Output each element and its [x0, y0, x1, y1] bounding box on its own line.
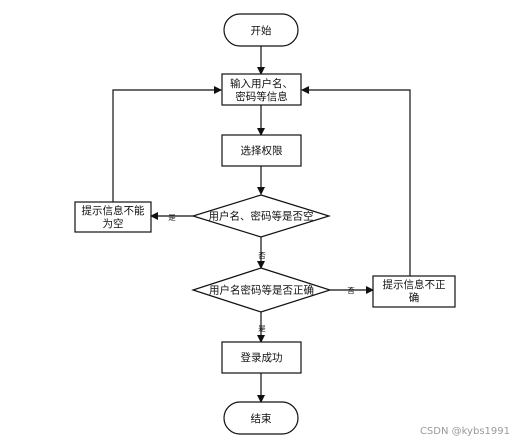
check-correct-label: 用户名密码等是否正确	[209, 284, 314, 297]
check-correct-decision: 用户名密码等是否正确	[191, 267, 332, 313]
edge-label-correct-yes: 是	[258, 324, 266, 333]
edge-label-correct-no: 否	[347, 286, 355, 295]
empty-message-line2: 为空	[103, 217, 124, 230]
edge-wrong-msg-loop	[301, 86, 411, 276]
wrong-message-line2: 确	[409, 291, 420, 304]
end-label: 结束	[251, 412, 272, 425]
select-permission-node: 选择权限	[221, 134, 302, 167]
input-label-line2: 密码等信息	[235, 90, 288, 103]
empty-message-node: 提示信息不能 为空	[74, 201, 152, 233]
end-node: 结束	[223, 401, 299, 435]
connectors	[112, 46, 411, 403]
check-empty-decision: 用户名、密码等是否空	[190, 194, 332, 238]
wrong-message-node: 提示信息不正 确	[372, 275, 456, 308]
start-node: 开始	[223, 13, 299, 47]
select-permission-label: 选择权限	[241, 144, 283, 157]
input-node: 输入用户名、 密码等信息	[221, 73, 302, 106]
login-success-label: 登录成功	[241, 351, 283, 364]
check-empty-label: 用户名、密码等是否空	[209, 210, 314, 223]
empty-message-line1: 提示信息不能	[82, 204, 145, 217]
edge-label-empty-no: 否	[258, 251, 266, 260]
edge-empty-msg-loop	[112, 86, 222, 202]
login-success-node: 登录成功	[221, 341, 302, 374]
input-label-line1: 输入用户名、	[230, 77, 293, 90]
watermark: CSDN @kybs1991	[419, 426, 510, 437]
edge-label-empty-yes: 是	[168, 213, 176, 222]
wrong-message-line1: 提示信息不正	[383, 278, 446, 291]
start-label: 开始	[251, 24, 272, 37]
